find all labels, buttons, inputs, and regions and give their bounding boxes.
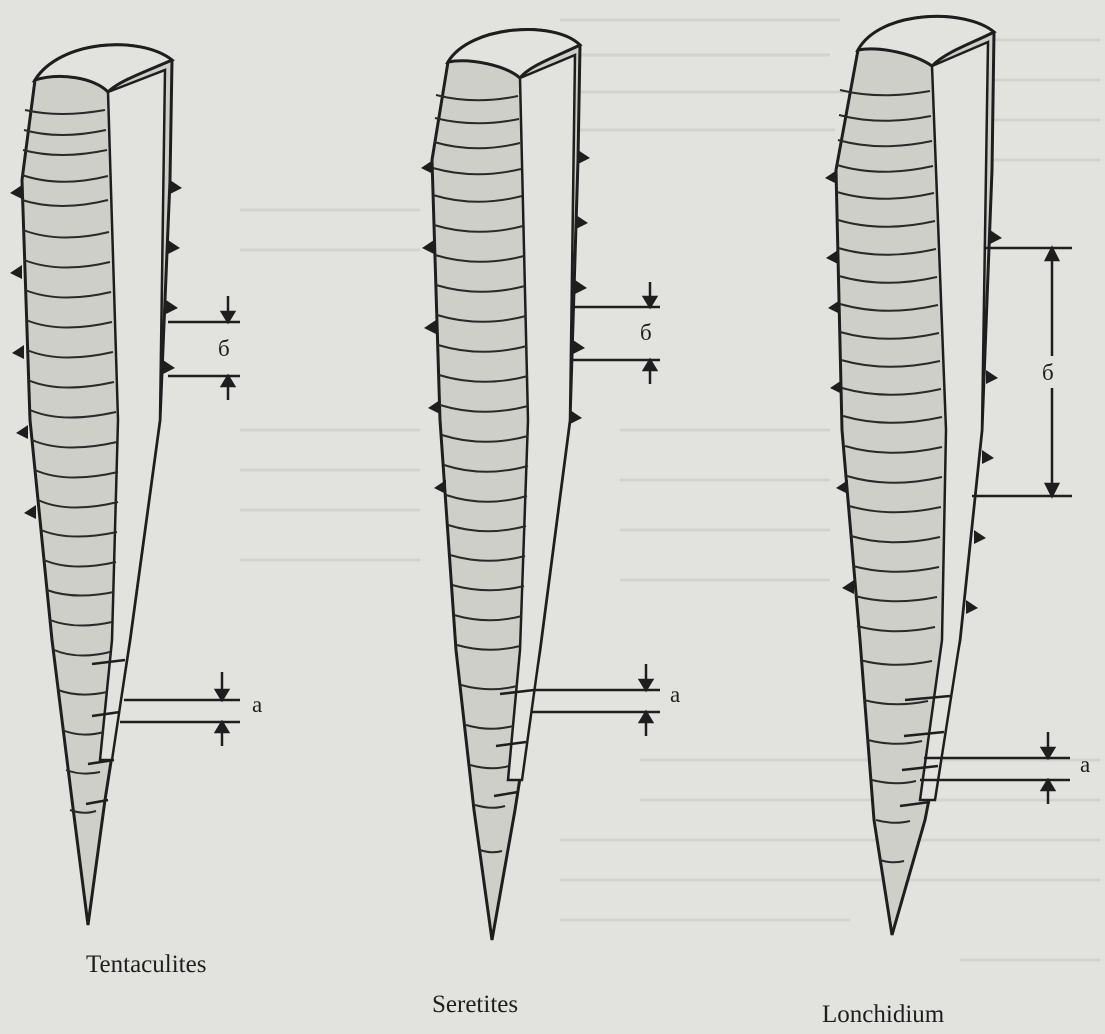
dimension-a-label: a	[670, 682, 680, 707]
dimension-b-label: б	[640, 320, 652, 345]
specimen-name-caption: Seretites	[432, 991, 518, 1018]
dimension-b-label: б	[1042, 360, 1054, 385]
specimen-name-caption: Lonchidium	[822, 1001, 945, 1028]
dimension-a-label: a	[252, 692, 262, 717]
dimension-b-label: б	[218, 336, 230, 361]
dimension-a-label: a	[1080, 752, 1090, 777]
specimen-name-caption: Tentaculites	[86, 951, 206, 978]
